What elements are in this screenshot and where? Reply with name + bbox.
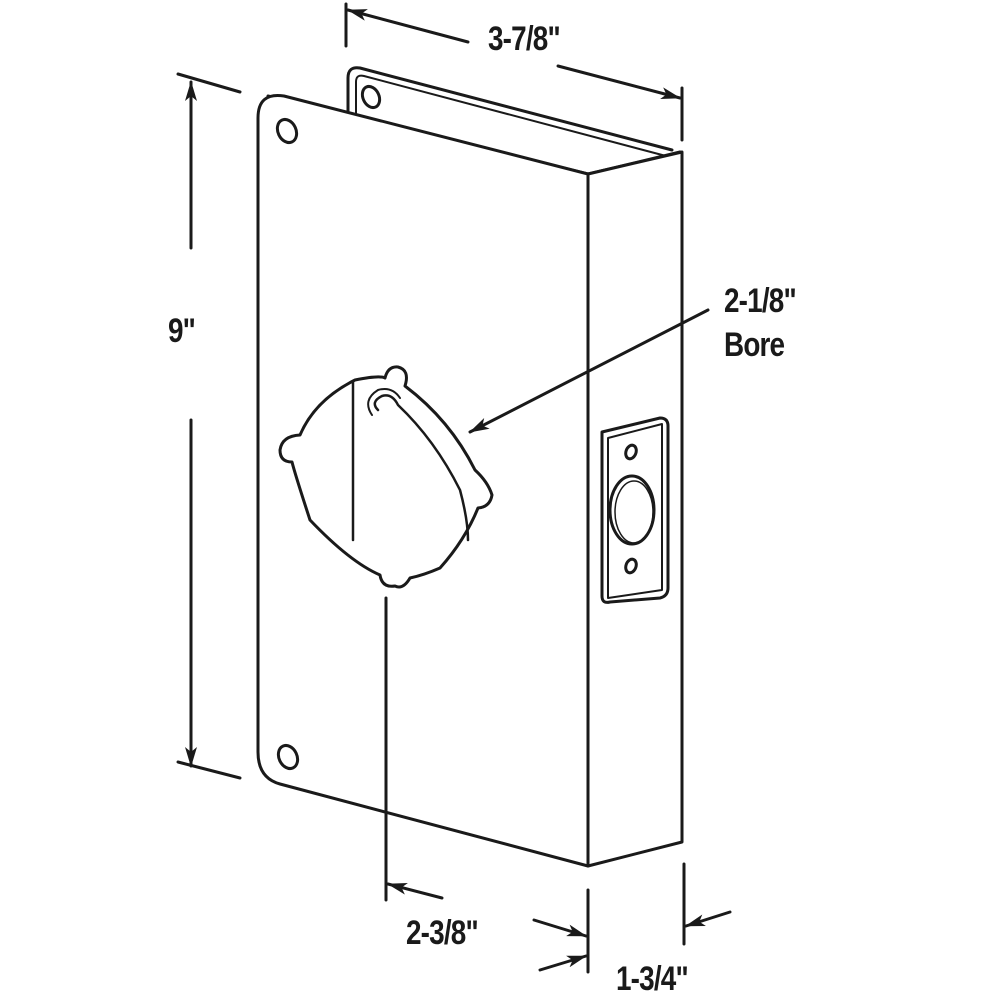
edge-face	[586, 150, 684, 868]
cross-bore-hole	[278, 365, 494, 589]
height-dimension-label: 9"	[168, 312, 196, 350]
faceplate-screw-bottom-icon	[624, 557, 638, 575]
screw-hole-back-icon	[360, 84, 382, 110]
bore-label: Bore	[724, 326, 785, 364]
back-flange	[346, 66, 674, 157]
bore-size-label: 2-1/8"	[724, 282, 797, 320]
width-dimension-label: 3-7/8"	[488, 20, 561, 58]
thickness-dimension-label: 1-3/4"	[616, 960, 689, 998]
dimension-thickness	[682, 862, 732, 946]
dimension-width	[344, 2, 684, 142]
faceplate-screw-top-icon	[624, 443, 638, 461]
bore-leader	[468, 308, 710, 434]
dimension-backset	[384, 596, 590, 974]
screw-hole-top-icon	[275, 117, 299, 145]
latch-faceplate	[600, 416, 670, 604]
screw-hole-bottom-icon	[276, 743, 300, 771]
latch-bore-icon	[608, 474, 656, 546]
backset-dimension-label: 2-3/8"	[406, 914, 479, 952]
dimension-height	[176, 72, 242, 780]
